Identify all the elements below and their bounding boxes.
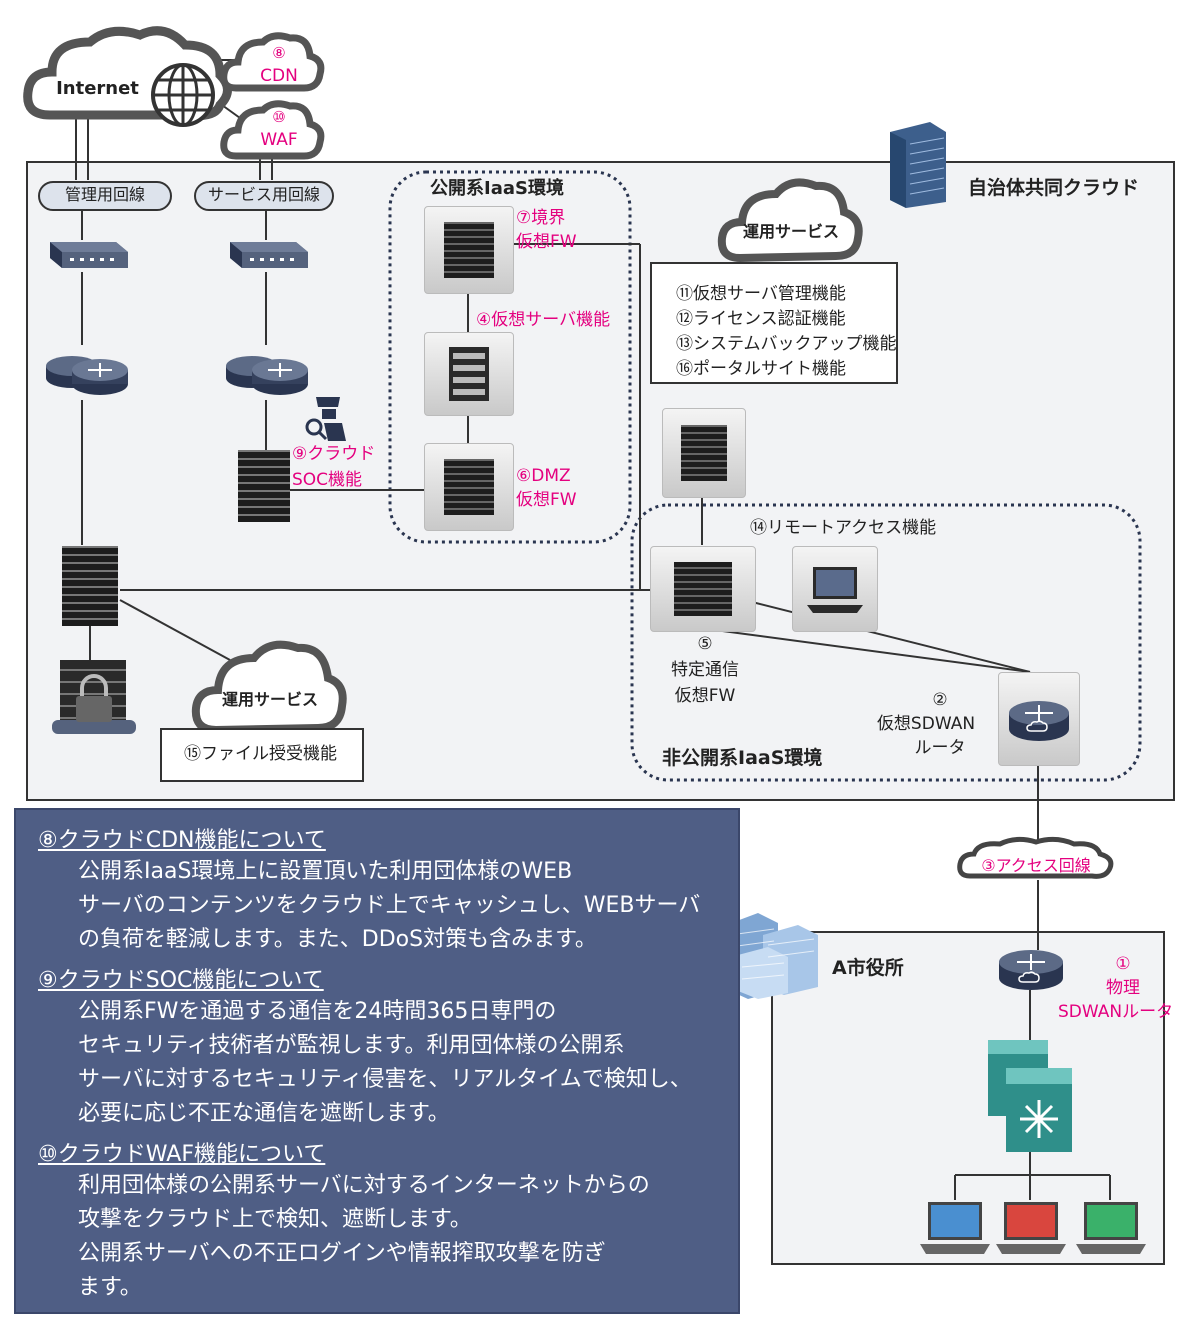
l3-switch-icon [986, 1038, 1078, 1154]
soc-note-line: サーバに対するセキュリティ侵害を、リアルタイムで検知し、 [78, 1067, 692, 1092]
boundary-fw-label-1: ⑦境界 [516, 208, 566, 228]
city-hall-title: A市役所 [832, 957, 904, 979]
pc-icon-green [1074, 1200, 1148, 1256]
cdn-note-line: サーバのコンテンツをクラウド上でキャッシュし、WEBサーバ [78, 893, 701, 918]
waf-note-line: 公開系サーバへの不正ログインや情報搾取攻撃を防ぎ [78, 1241, 606, 1266]
cdn-note-line: 公開系IaaS環境上に設置頂いた利用団体様のWEB [78, 859, 573, 884]
waf-note-line: 利用団体様の公開系サーバに対するインターネットからの [78, 1173, 650, 1198]
cdn-label: CDN [260, 66, 298, 86]
office-building-icon [880, 118, 952, 208]
boundary-virtual-fw-icon [424, 206, 514, 294]
phys-sdwan-label-1: ① [1115, 954, 1131, 974]
phys-sdwan-label-3: SDWANルータ [1058, 1002, 1174, 1022]
locked-firewall-icon [48, 660, 140, 740]
soc-note-title: ⑨クラウドSOC機能について [38, 968, 324, 993]
specific-virtual-fw-icon [650, 546, 756, 632]
management-line-pill: 管理用回線 [38, 181, 172, 211]
dmz-fw-label-1: ⑥DMZ [516, 466, 571, 486]
waf-label: WAF [260, 130, 298, 150]
cdn-num: ⑧ [272, 44, 286, 62]
dmz-fw-label-2: 仮想FW [516, 490, 577, 510]
firewall-icon-management [62, 546, 118, 626]
cloud-soc-label-1: ⑨クラウド [292, 444, 376, 464]
virtual-sdwan-router-icon [998, 672, 1080, 766]
access-line-label: ③アクセス回線 [981, 856, 1091, 875]
vsdwan-label-2: 仮想SDWAN [876, 714, 976, 734]
ops-service-top-label: 運用サービス [742, 222, 839, 241]
specific-fw-label-1: ⑤ [697, 634, 713, 654]
ops-function-item: ⑪仮想サーバ管理機能 [676, 284, 846, 304]
phys-sdwan-label-2: 物理 [1106, 978, 1140, 998]
specific-fw-label-2: 特定通信 [671, 660, 739, 680]
ops-virtual-fw-icon [662, 408, 746, 498]
ops-functions-box: ⑪仮想サーバ管理機能 ⑫ライセンス認証機能 ⑬システムバックアップ機能 ⑯ポータ… [650, 262, 898, 384]
cdn-note-line: の負荷を軽減します。また、DDoS対策も含みます。 [78, 927, 597, 952]
service-line-pill: サービス用回線 [194, 181, 334, 211]
remote-access-label: ⑭リモートアクセス機能 [750, 518, 937, 538]
ops-function-item: ⑬システムバックアップ機能 [676, 334, 897, 354]
specific-fw-label-3: 仮想FW [674, 686, 736, 706]
ops-service-cloud-top: 運用サービス [716, 172, 866, 268]
waf-note-line: ます。 [78, 1275, 142, 1300]
waf-num: ⑩ [272, 108, 286, 126]
notes-panel: ⑧クラウドCDN機能について 公開系IaaS環境上に設置頂いた利用団体様のWEB… [14, 808, 740, 1314]
cdn-cloud: ⑧ CDN [218, 28, 328, 98]
public-iaas-frame [388, 170, 632, 544]
file-transfer-label: ⑮ファイル授受機能 [184, 744, 337, 764]
soc-note-line: セキュリティ技術者が監視します。利用団体様の公開系 [78, 1033, 625, 1058]
waf-cloud: ⑩ WAF [218, 96, 328, 162]
soc-note-line: 公開系FWを通過する通信を24時間365日専門の [78, 999, 557, 1024]
public-iaas-title: 公開系IaaS環境 [430, 178, 564, 199]
vsdwan-label-1: ② [932, 690, 948, 710]
vsdwan-label-3: ルータ [914, 738, 966, 758]
private-iaas-frame [630, 503, 1142, 782]
cloud-soc-label-2: SOC機能 [292, 470, 363, 490]
private-iaas-title: 非公開系IaaS環境 [662, 747, 823, 769]
remote-access-icon [792, 546, 878, 632]
internet-label: Internet [56, 78, 139, 99]
pc-icon-red [994, 1200, 1068, 1256]
firewall-icon-service [238, 450, 290, 522]
ops-service-bottom-label: 運用サービス [221, 690, 318, 709]
access-line-cloud: ③アクセス回線 [956, 836, 1116, 886]
ops-function-item: ⑫ライセンス認証機能 [676, 309, 846, 329]
waf-note-line: 攻撃をクラウド上で検知、遮断します。 [78, 1207, 472, 1232]
physical-sdwan-router-icon [995, 948, 1067, 994]
globe-icon [148, 60, 218, 130]
soc-monitor-icon [300, 395, 348, 443]
boundary-fw-label-2: 仮想FW [516, 232, 577, 252]
ops-function-item: ⑯ポータルサイト機能 [676, 359, 846, 379]
dmz-virtual-fw-icon [424, 443, 514, 531]
waf-note-title: ⑩クラウドWAF機能について [38, 1142, 326, 1167]
ops-service-cloud-bottom: 運用サービス [190, 632, 350, 742]
pc-icon-blue [918, 1200, 992, 1256]
virtual-server-icon [424, 332, 514, 416]
switch-icon-management [42, 234, 132, 276]
router-icon-service [222, 344, 312, 402]
file-transfer-box: ⑮ファイル授受機能 [160, 728, 364, 782]
router-icon-management [42, 344, 132, 402]
virtual-server-label: ④仮想サーバ機能 [476, 310, 611, 330]
cdn-note-title: ⑧クラウドCDN機能について [38, 828, 326, 853]
municipal-cloud-title: 自治体共同クラウド [968, 177, 1140, 199]
soc-note-line: 必要に応じ不正な通信を遮断します。 [78, 1101, 450, 1126]
switch-icon-service [222, 234, 312, 276]
